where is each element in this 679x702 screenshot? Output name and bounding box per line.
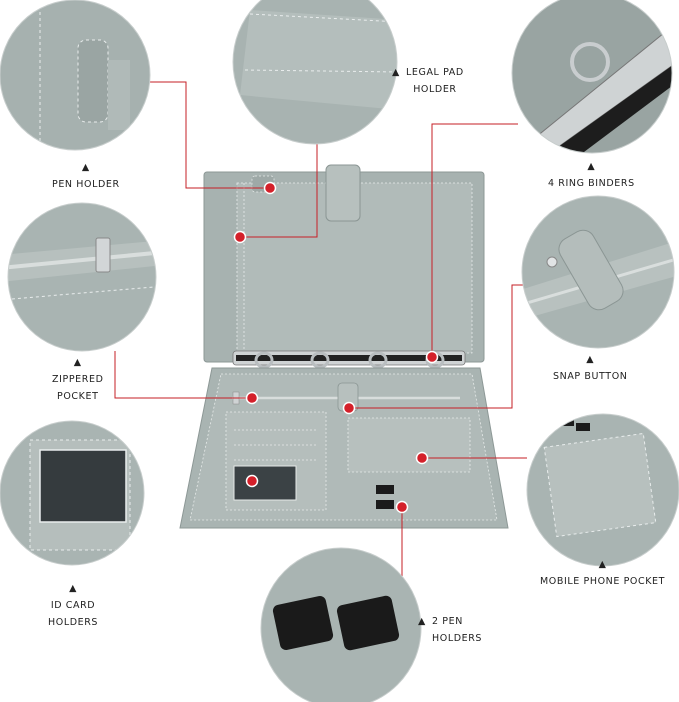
marker-snap-button: [342, 401, 356, 415]
id-card-window: [233, 465, 297, 501]
detail-frame-2: [232, 0, 398, 145]
detail-frame-3: [511, 0, 673, 154]
label-id-card: ▲ ID CARD HOLDERS: [48, 580, 98, 631]
marker-zippered-pocket: [245, 391, 259, 405]
label-zippered-line-2: POCKET: [57, 391, 99, 402]
marker-id-card: [245, 474, 259, 488]
label-id-card-line-1: ID CARD: [50, 600, 96, 611]
ring-binder-slot: [236, 355, 462, 361]
card-slot-lines: [234, 429, 318, 461]
detail-frame-8: [260, 547, 422, 702]
label-zippered-line-1: ZIPPERED: [52, 374, 104, 385]
detail-frame-4: [7, 202, 157, 352]
label-2-pen-line-1: 2 PEN: [432, 616, 463, 627]
detail-pen-holder: [0, 0, 150, 150]
label-pen-holder: ▲ PEN HOLDER: [52, 159, 120, 193]
ring-3: [368, 351, 388, 369]
marker-mobile-pocket: [415, 451, 429, 465]
label-snap-line-1: SNAP BUTTON: [553, 371, 628, 382]
detail-frame-7: [526, 413, 679, 567]
marker-legal-pad: [233, 230, 247, 244]
detail-frame-1: [0, 0, 151, 151]
label-id-card-marker: ▲: [69, 583, 77, 594]
detail-zipper: [8, 203, 156, 351]
detail-ring-binder: [512, 0, 672, 153]
leader-pen-holder: [150, 81, 270, 189]
label-zippered-marker: ▲: [73, 357, 82, 368]
detail-pen-holders: [261, 548, 421, 702]
pen-loop-1: [376, 485, 394, 494]
phone-pocket: [347, 417, 471, 473]
label-zippered-pocket: ▲ ZIPPERED POCKET: [52, 354, 104, 405]
leader-legal-pad: [240, 144, 318, 238]
label-mobile-pocket: ▲ MOBILE PHONE POCKET: [540, 556, 665, 590]
snap-strap-top: [325, 164, 361, 222]
pen-loop-2: [376, 500, 394, 509]
leader-lines: [114, 81, 530, 587]
leader-snap-button: [349, 284, 530, 409]
label-snap-marker: ▲: [586, 354, 595, 365]
detail-phone-pocket: [527, 414, 679, 566]
label-snap-button: ▲ SNAP BUTTON: [553, 351, 627, 385]
detail-frame-5: [521, 195, 675, 349]
label-ring-binders-marker: ▲: [587, 161, 596, 172]
label-legal-pad-line-1: LEGAL PAD: [406, 67, 464, 78]
label-pen-holder-line-1: PEN HOLDER: [52, 179, 120, 190]
padfolio-main: [179, 164, 509, 529]
label-legal-pad-marker: ▲: [392, 67, 400, 78]
label-2-pen-line-2: HOLDERS: [432, 633, 483, 644]
label-mobile-line-1: MOBILE PHONE POCKET: [540, 576, 666, 587]
ring-1: [254, 351, 274, 369]
label-mobile-marker: ▲: [598, 559, 607, 570]
leader-ring-binders: [431, 123, 518, 357]
detail-id-card: [0, 421, 144, 565]
label-id-card-line-2: HOLDERS: [48, 617, 99, 628]
label-legal-pad-line-2: HOLDER: [413, 84, 457, 95]
detail-snap: [522, 196, 674, 348]
label-legal-pad: ▲ LEGAL PAD HOLDER: [392, 64, 464, 98]
label-2-pen-holders: ▲ 2 PEN HOLDERS: [418, 613, 483, 647]
label-ring-binders: ▲ 4 RING BINDERS: [548, 158, 635, 192]
label-pen-holder-marker: ▲: [81, 162, 90, 173]
marker-pen-holder: [263, 181, 277, 195]
leader-zippered-pocket: [114, 351, 252, 399]
markers: [233, 181, 439, 514]
label-ring-binders-line-1: 4 RING BINDERS: [548, 178, 635, 189]
marker-ring-binders: [425, 350, 439, 364]
detail-frame-6: [0, 420, 145, 566]
label-2-pen-marker: ▲: [418, 616, 426, 627]
detail-legal-pad: [233, 0, 397, 144]
ring-2: [310, 351, 330, 369]
marker-2-pen-holders: [395, 500, 409, 514]
